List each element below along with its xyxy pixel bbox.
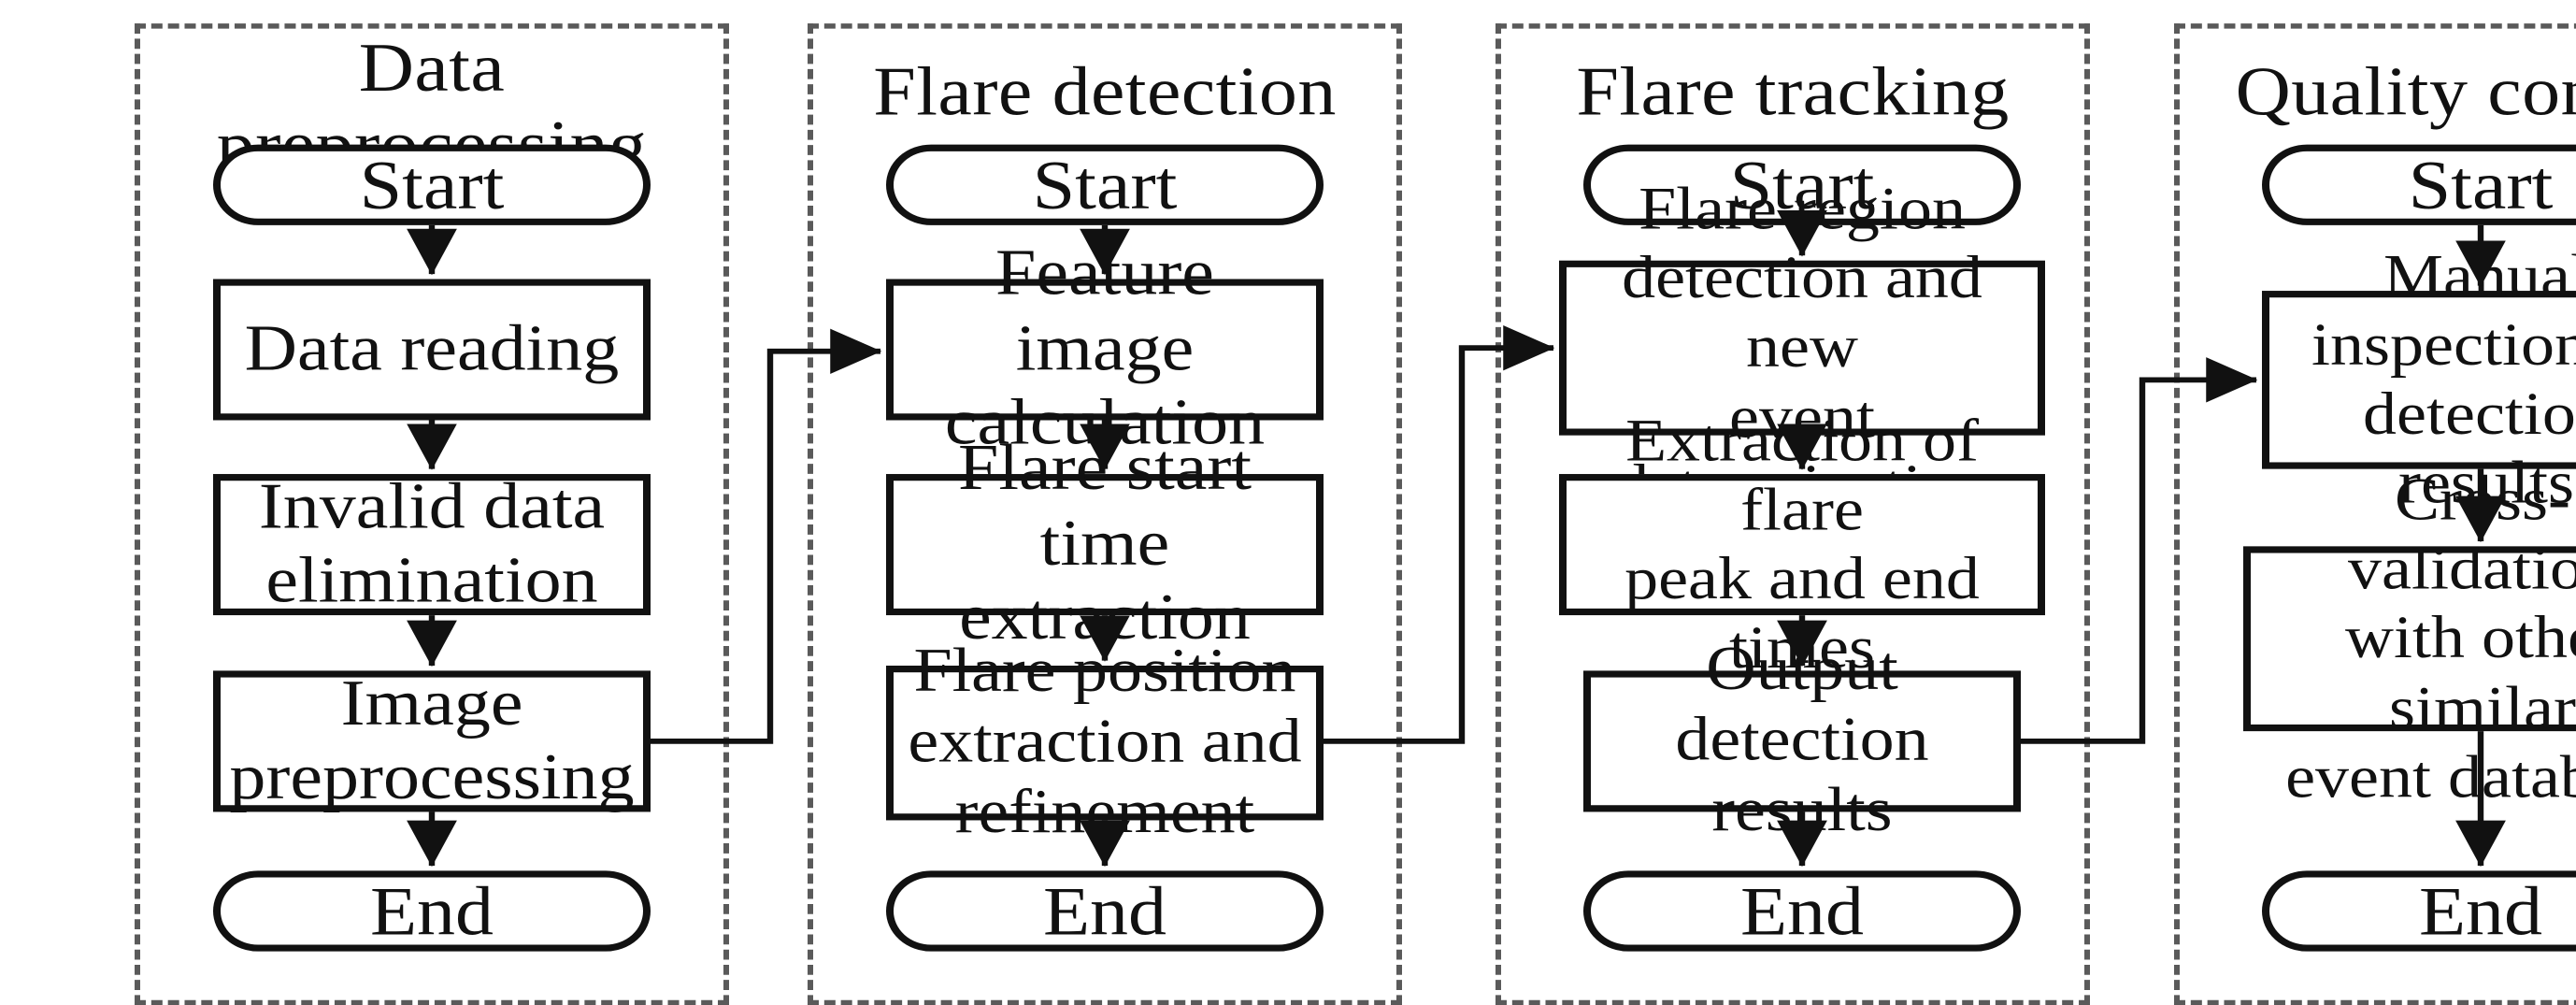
connector-l3-to-l4 [2021,357,2258,744]
process-data-reading[interactable]: Data reading [213,279,651,421]
start-terminator-quality-control[interactable]: Start [2262,144,2576,225]
end-terminator-flare-detection[interactable]: End [886,870,1324,952]
process-image-preprocessing[interactable]: Image preprocessing [213,667,651,813]
lane-title-flare-tracking: Flare tracking [1576,51,2010,130]
end-terminator-quality-control[interactable]: End [2262,870,2576,952]
lane-title-flare-detection: Flare detection [873,51,1337,130]
lane-flare-detection [808,23,1402,1005]
lane-flare-tracking [1496,23,2090,1005]
lane-data-preprocessing [135,23,729,1005]
start-terminator-data-preprocessing[interactable]: Start [213,144,651,225]
end-terminator-flare-tracking[interactable]: End [1583,870,2021,952]
lane-quality-control [2174,23,2576,1005]
start-terminator-flare-detection[interactable]: Start [886,144,1324,225]
end-terminator-data-preprocessing[interactable]: End [213,870,651,952]
connector-l1-to-l2 [651,328,882,744]
connector-l2-to-l3 [1324,325,1555,744]
process-invalid-data-elimination[interactable]: Invalid data elimination [213,470,651,617]
lane-title-quality-control: Quality control [2235,51,2576,130]
